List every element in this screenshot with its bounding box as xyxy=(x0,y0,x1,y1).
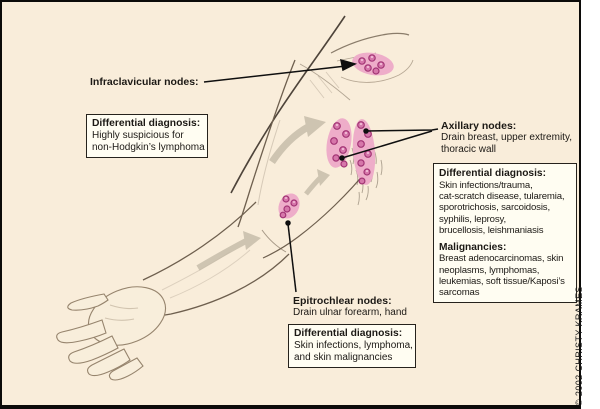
dx-heading: Differential diagnosis: xyxy=(294,328,403,339)
epitrochlear-label: Epitrochlear nodes: Drain ulnar forearm,… xyxy=(293,295,407,319)
dx-line: Breast adenocarcinomas, skin xyxy=(439,253,564,265)
dx-line: sporotrichosis, sarcoidosis, xyxy=(439,202,550,214)
leader-lines xyxy=(203,58,439,293)
epitrochlear-node-cluster xyxy=(278,193,300,219)
dx-line: Highly suspicious for xyxy=(92,130,184,141)
arm-sketch xyxy=(142,59,370,318)
epitrochlear-dx-box: Differential diagnosis: Skin infections,… xyxy=(288,324,416,368)
axillary-title: Axillary nodes: xyxy=(441,120,517,132)
axillary-dx-box: Differential diagnosis: Skin infections/… xyxy=(433,163,577,303)
axillary-node-cluster xyxy=(326,118,376,185)
dx-line: syphilis, leprosy, xyxy=(439,213,506,225)
axillary-desc: thoracic wall xyxy=(441,143,497,155)
arm-illustration xyxy=(56,15,439,381)
dx-line: Skin infections/trauma, xyxy=(439,179,533,191)
hand-sketch xyxy=(56,286,166,381)
dx-line: sarcomas xyxy=(439,287,480,299)
dx-line: and skin malignancies xyxy=(294,352,393,363)
axillary-desc: Drain breast, upper extremity, xyxy=(441,132,572,143)
credit-strip: © 2002 CHRISTY KRAMES xyxy=(574,0,600,409)
epitrochlear-title: Epitrochlear nodes: xyxy=(293,295,392,307)
leader-axillary-upper xyxy=(365,128,439,132)
infraclavicular-node-cluster xyxy=(352,52,394,76)
leader-epitrochlear xyxy=(287,223,297,293)
copyright-credit: © 2002 CHRISTY KRAMES xyxy=(574,286,584,406)
dx-line: leukemias, soft tissue/Kaposi’s xyxy=(439,276,565,288)
dx-line: brucellosis, leishmaniasis xyxy=(439,225,544,237)
axillary-label: Axillary nodes: Drain breast, upper extr… xyxy=(441,120,572,155)
torso-sketch xyxy=(230,15,414,194)
dx-line: Skin infections, lymphoma, xyxy=(294,340,413,351)
dx-heading: Differential diagnosis: xyxy=(439,168,546,179)
leader-infraclavicular xyxy=(203,65,347,83)
epitrochlear-desc: Drain ulnar forearm, hand xyxy=(293,307,407,318)
dx-line: cat-scratch disease, tularemia, xyxy=(439,191,565,202)
malignancies-heading: Malignancies: xyxy=(439,241,507,253)
infraclavicular-title: Infraclavicular nodes: xyxy=(90,76,199,88)
dx-heading: Differential diagnosis: xyxy=(92,118,201,129)
dx-line: non-Hodgkin’s lymphoma xyxy=(92,142,205,153)
infraclavicular-dx-box: Differential diagnosis: Highly suspiciou… xyxy=(86,114,208,158)
leader-axillary-lower xyxy=(341,130,433,159)
lymph-flow-arrows xyxy=(196,116,330,271)
dx-line: neoplasms, lymphomas, xyxy=(439,264,540,276)
infraclavicular-label: Infraclavicular nodes: xyxy=(90,76,199,88)
